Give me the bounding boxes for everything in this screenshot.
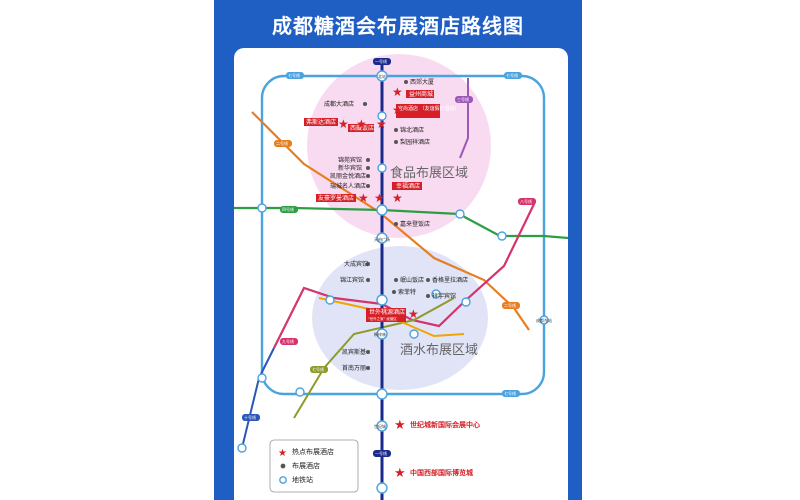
svg-text:★: ★ (394, 418, 406, 433)
badge-line1-bottom: 一号线 (375, 450, 387, 456)
svg-text:★: ★ (374, 191, 385, 205)
line10-route (241, 347, 275, 449)
hotel-11: 岷山饭店 (400, 276, 424, 284)
line-badges: 七号线 七号线 一号线 三号线 二号线 四号线 八号线 二号线 九号线 七号线 … (242, 58, 536, 457)
svg-text:★: ★ (358, 191, 369, 205)
venue-markers: ★ 世纪城新国际会展中心 ★ 中国西部国际博览城 (394, 418, 480, 481)
station-label-8: 桐梓林 (374, 331, 386, 337)
hotel-8: 嘉来登饭店 (400, 220, 430, 228)
venue-0: 世纪城新国际会展中心 (410, 420, 480, 429)
line9-route (318, 297, 465, 338)
hot-hotel-1: 益州商城 (409, 90, 433, 98)
food-zone-label: 食品布展区域 (390, 165, 468, 181)
hotel-4: 锦苑宾馆 (338, 156, 362, 164)
hotel-13: 索菲特 (398, 288, 416, 296)
route-map: 食品布展区域 酒水布展区域 七号线 七号线 一号线 三号线 二号线 四号线 八号… (234, 54, 568, 500)
line8-route (293, 297, 455, 419)
hotel-1: 成都大酒店 (324, 100, 354, 108)
page-title: 成都糖酒会布展酒店路线图 (272, 14, 524, 38)
metro-stations (237, 70, 549, 494)
hotel-dots (363, 80, 430, 370)
venue-1: 中国西部国际博览城 (410, 468, 473, 477)
hotel-10: 锦江宾馆 (340, 276, 364, 284)
hot-hotel-5: 友豪罗曼酒店 (318, 194, 354, 202)
hotel-0: 西郊大厦 (410, 78, 434, 86)
badge-line1-top: 一号线 (375, 58, 387, 64)
wine-zone-label: 酒水布展区域 (400, 343, 478, 358)
hot-hotel-0: 西藏饭店 (350, 124, 374, 132)
badge-line7-tr: 七号线 (506, 72, 518, 78)
hot-hotel-6: 世外桃源酒店 (369, 308, 405, 316)
legend-metro-icon (279, 476, 287, 484)
hot-hotel-4: 幸福酒店 (396, 182, 420, 190)
badge-line2-left: 二号线 (276, 140, 288, 146)
legend-metro: 地铁站 (292, 475, 313, 484)
svg-text:★: ★ (392, 191, 403, 205)
hotel-5: 新华宾馆 (338, 164, 362, 172)
legend-dot-icon (280, 463, 286, 469)
hotel-14: 祥宇宾馆 (432, 292, 456, 300)
badge-line7-tl: 七号线 (288, 72, 300, 78)
svg-text:★: ★ (392, 85, 403, 99)
hot-hotels: 西藏饭店 益州商城 宜尚酒店 （友谊假日酒店） 弗斯达酒店 幸福酒店 友豪罗曼酒… (304, 85, 460, 322)
station-label-0: 北站 (378, 73, 386, 79)
svg-text:★: ★ (408, 307, 419, 321)
badge-line2-right: 二号线 (504, 302, 516, 308)
badge-line7-lb: 七号线 (312, 366, 324, 372)
svg-text:★: ★ (394, 466, 406, 481)
hot-hotel-6-sub: "世外之家" 经营区 (368, 316, 397, 321)
hotel-15: 凯宾斯基 (342, 348, 366, 356)
station-label-22: 成都东站 (536, 317, 552, 323)
hotel-3: 梨园祥酒店 (400, 138, 430, 146)
legend-normal: 布展酒店 (292, 461, 320, 470)
map-card: 食品布展区域 酒水布展区域 七号线 七号线 一号线 三号线 二号线 四号线 八号… (234, 48, 568, 500)
svg-text:★: ★ (376, 117, 387, 131)
legend-star-icon: ★ (278, 448, 287, 459)
svg-text:★: ★ (338, 117, 349, 131)
badge-line4-left: 四号线 (282, 206, 294, 212)
badge-line8-right: 八号线 (520, 198, 532, 204)
hotel-16: 首南万丽 (342, 364, 366, 372)
hotel-2: 锦北酒店 (400, 126, 424, 134)
legend: ★ 热点布展酒店 布展酒店 地铁站 (269, 439, 359, 493)
badge-line3: 三号线 (457, 96, 469, 102)
hotel-7: 瑞城名人酒店 (330, 182, 366, 190)
hotel-6: 凯丽金悦酒店 (330, 172, 366, 180)
station-label-14: 世纪城 (374, 423, 386, 429)
legend-hot: 热点布展酒店 (292, 447, 334, 456)
badge-line10: 十号线 (244, 414, 256, 420)
hotel-9: 大成宾馆 (344, 260, 368, 268)
hot-hotel-3: 弗斯达酒店 (306, 118, 336, 126)
svg-text:★: ★ (392, 103, 403, 117)
food-zone (307, 54, 491, 238)
svg-text:★: ★ (356, 117, 367, 131)
badge-line9: 九号线 (282, 338, 294, 344)
hot-hotel-2: 宜尚酒店 （友谊假日酒店） (398, 105, 460, 112)
station-label-3: 天府广场 (374, 236, 390, 242)
badge-line7-bottom: 七号线 (504, 390, 516, 396)
hotel-12: 香格里拉酒店 (432, 276, 468, 284)
